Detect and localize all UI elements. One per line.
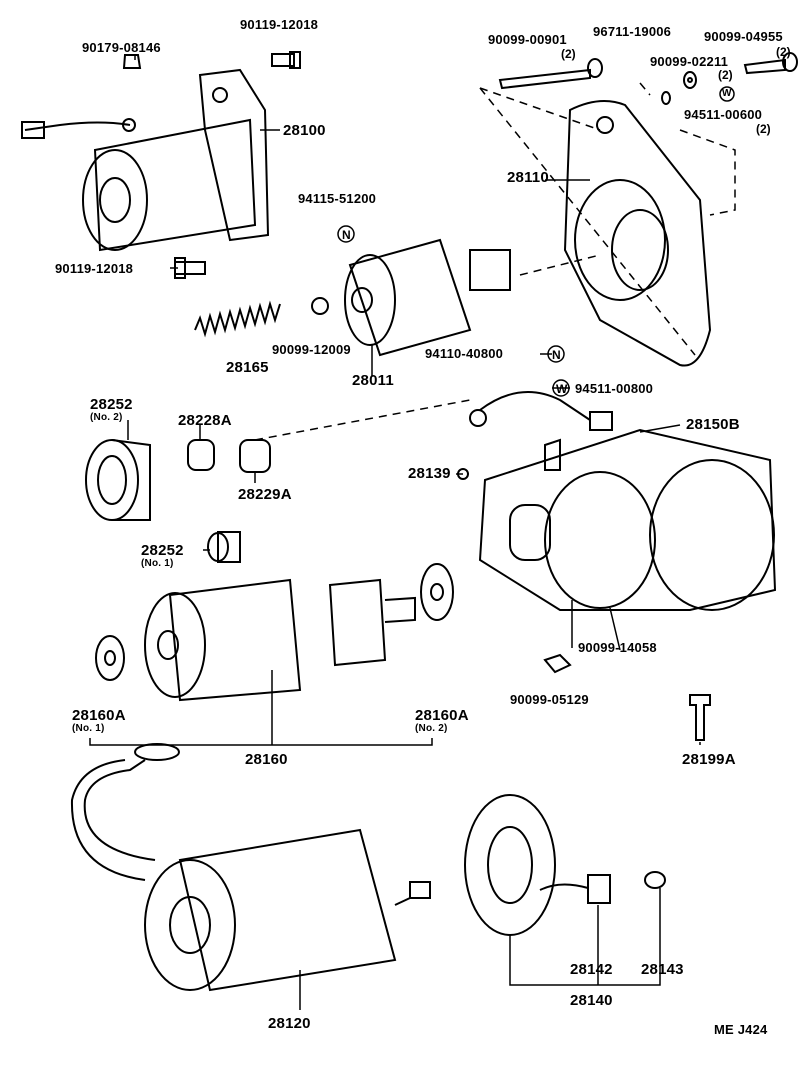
part-label: 90119-12018	[240, 17, 319, 32]
part-qty: (2)	[776, 45, 791, 59]
armature-drawing	[89, 563, 454, 746]
part-label: 28160A(No. 2)	[415, 708, 469, 734]
nut-drawing	[543, 653, 572, 674]
top-bolts-drawing	[498, 52, 798, 105]
part-label: 94511-00600	[684, 107, 763, 122]
part-number: 28252	[90, 396, 133, 413]
part-label: 28228A	[178, 412, 232, 429]
part-label: 28110	[507, 169, 549, 186]
housing-drawing	[563, 100, 712, 367]
part-number: 28160A	[72, 707, 126, 724]
part-label: 28252(No. 1)	[141, 543, 184, 569]
part-label: 90099-04955	[704, 29, 783, 44]
diagram-code: ME J424	[714, 1022, 768, 1037]
part-label: 28139	[408, 465, 451, 482]
ball-drawing	[311, 297, 329, 315]
marker-n-icon: N	[552, 348, 561, 362]
part-label: 28160	[245, 751, 288, 768]
clutch-drawing	[344, 238, 511, 357]
part-number: 28160A	[415, 707, 469, 724]
part-label: 90099-12009	[272, 342, 351, 357]
part-label: 90179-08146	[82, 40, 161, 55]
part-label: 90099-14058	[578, 640, 657, 655]
part-note: (No. 2)	[415, 723, 448, 734]
part-qty: (2)	[756, 122, 771, 136]
part-label: 28142	[570, 961, 613, 978]
marker-w-icon: W	[722, 88, 732, 99]
part-label: 28160A(No. 1)	[72, 708, 126, 734]
starter-assembly-drawing	[21, 68, 270, 252]
part-label: 28199A	[682, 751, 736, 768]
part-label: 94110-40800	[425, 346, 504, 361]
part-note: (No. 2)	[90, 412, 123, 423]
part-note: (No. 1)	[141, 558, 174, 569]
part-label: 28100	[283, 122, 326, 139]
part-label: 90099-00901	[488, 32, 567, 47]
part-label: 28150B	[686, 416, 740, 433]
part-label: 90099-05129	[510, 692, 589, 707]
part-label: 28011	[352, 372, 394, 389]
part-qty: (2)	[561, 47, 576, 61]
part-label: 28143	[641, 961, 684, 978]
part-label: 94511-00800	[575, 381, 654, 396]
plug-drawing	[689, 694, 711, 741]
part-label: 96711-19006	[593, 24, 672, 39]
gears-drawing	[85, 439, 271, 563]
field-frame-drawing	[70, 743, 431, 992]
part-label: 28165	[226, 359, 269, 376]
part-label: 28120	[268, 1015, 311, 1032]
part-label: 28140	[570, 992, 613, 1009]
part-label: 28229A	[238, 486, 292, 503]
spring-drawing	[194, 300, 281, 338]
marker-n-icon: N	[342, 228, 351, 242]
dashed-guides	[254, 82, 736, 441]
part-note: (No. 1)	[72, 723, 105, 734]
part-label: 28252(No. 2)	[90, 397, 133, 423]
leader-lines	[127, 55, 701, 1010]
part-label: 90119-12018	[55, 261, 134, 276]
brush-holder-drawing	[464, 794, 666, 986]
marker-w-icon: W	[556, 382, 568, 396]
part-number: 28252	[141, 542, 184, 559]
yoke-drawing	[457, 391, 777, 611]
part-label: 90099-02211	[650, 54, 729, 69]
marker-circles	[337, 86, 735, 397]
part-qty: (2)	[718, 68, 733, 82]
part-label: 94115-51200	[298, 191, 377, 206]
